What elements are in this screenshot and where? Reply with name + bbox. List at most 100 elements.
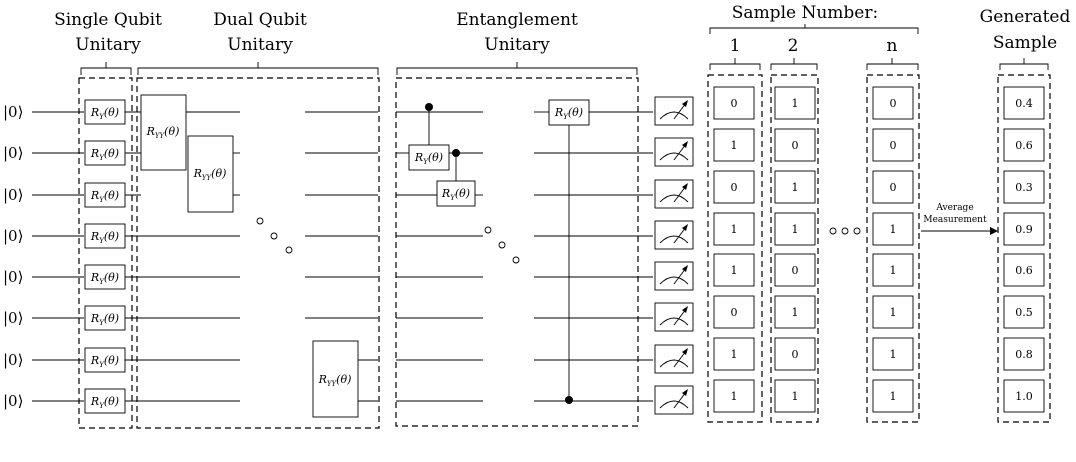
- ellipsis-dot: [841, 227, 849, 235]
- generated-cell: [1003, 170, 1045, 204]
- ket-zero-label: |0⟩: [3, 351, 23, 369]
- sample-col-n-value: 1: [890, 223, 897, 236]
- meter-needle-head: [682, 183, 688, 190]
- sample-col-1-cell: [713, 337, 755, 371]
- svg-text:RY(θ): RY(θ): [554, 106, 583, 121]
- ellipsis-dot: [285, 246, 293, 254]
- ellipsis-dot: [256, 217, 264, 225]
- sample-col-1-value: 1: [731, 139, 738, 152]
- meter-arc: [659, 235, 689, 244]
- sample-col-n-cell: [872, 337, 914, 371]
- measurement-label: Measurement: [923, 215, 987, 225]
- sample-col-1-cell: [713, 86, 755, 120]
- meter-needle: [673, 102, 687, 120]
- svg-text:RYY(θ): RYY(θ): [318, 373, 352, 388]
- meter-needle: [673, 308, 687, 326]
- sample-col-n-value: 1: [890, 306, 897, 319]
- sample-col-1-cell: [713, 170, 755, 204]
- sample-col-n-value: 0: [890, 97, 897, 110]
- meter-needle-head: [682, 141, 688, 148]
- generated-value: 1.0: [1015, 390, 1033, 403]
- single-qubit-group: [78, 77, 133, 429]
- svg-text:RYY(θ): RYY(θ): [146, 125, 180, 140]
- single-qubit-header-line2: Unitary: [75, 35, 141, 55]
- coln-brace: [866, 58, 919, 70]
- meter-needle: [673, 226, 687, 244]
- generated-cell: [1003, 295, 1045, 329]
- ry-gate: [84, 99, 126, 125]
- ket-zero-label: |0⟩: [3, 392, 23, 410]
- sample-col-n-cell: [872, 86, 914, 120]
- meter-arc: [659, 111, 689, 120]
- generated-value: 0.3: [1015, 181, 1033, 194]
- ry-gate-label: RY(θ): [90, 230, 119, 245]
- ry-gate-label: RY(θ): [90, 147, 119, 162]
- dual-gate-1: RYY(θ): [140, 94, 187, 171]
- entanglement-header-line1: Entanglement: [456, 10, 578, 30]
- ket-zero-label: |0⟩: [3, 144, 23, 162]
- ent-gate-3: RY(θ): [548, 99, 590, 126]
- sample-col-n-cell: [872, 212, 914, 246]
- ket-zero-label: |0⟩: [3, 103, 23, 121]
- ry-gate-label: RY(θ): [90, 395, 119, 410]
- ellipsis-dot: [270, 232, 278, 240]
- control-dot: [565, 396, 573, 404]
- sample-col-1-value: 1: [731, 223, 738, 236]
- generated-header-line1: Generated: [980, 7, 1071, 27]
- entanglement-header-line2: Unitary: [484, 35, 550, 55]
- ry-gate: [84, 182, 126, 208]
- ket-zero-label: |0⟩: [3, 186, 23, 204]
- ellipsis-dot: [829, 227, 837, 235]
- generated-value: 0.6: [1015, 139, 1033, 152]
- sample-col-2-cell: [774, 170, 816, 204]
- dual-brace: [137, 62, 379, 75]
- sample-col-n-value: 0: [890, 181, 897, 194]
- generated-brace: [999, 58, 1049, 70]
- sample-col-n-value: 0: [890, 139, 897, 152]
- sample-col-n-value: 1: [890, 348, 897, 361]
- generated-value: 0.5: [1015, 306, 1033, 319]
- ellipsis-dot: [484, 226, 492, 234]
- sample-col-n-group: [866, 74, 920, 423]
- dual-qubit-header-line1: Dual Qubit: [213, 10, 307, 30]
- meter-needle: [673, 350, 687, 368]
- control-dot: [452, 149, 460, 157]
- single-brace: [80, 62, 132, 75]
- average-label: Average: [935, 203, 973, 213]
- col1-brace: [709, 58, 761, 70]
- sample-col-2-value: 0: [792, 348, 799, 361]
- sample-number-header: Sample Number:: [732, 3, 878, 23]
- sample-col-2-cell: [774, 128, 816, 162]
- sample-col-n-cell: [872, 379, 914, 413]
- meter-needle-head: [682, 265, 688, 272]
- generated-cell: [1003, 337, 1045, 371]
- ry-gate: [84, 388, 126, 414]
- entangle-brace: [396, 62, 638, 75]
- ry-gate-label: RY(θ): [90, 189, 119, 204]
- sample-col-1-value: 1: [731, 390, 738, 403]
- sample-col-2-value: 0: [792, 139, 799, 152]
- svg-text:RY(θ): RY(θ): [441, 187, 470, 202]
- single-qubit-header-line1: Single Qubit: [54, 10, 162, 30]
- dual-qubit-header-line2: Unitary: [227, 35, 293, 55]
- sample-col-2-value: 1: [792, 390, 799, 403]
- sample-col-label-1: 1: [730, 36, 741, 56]
- sample-col-1-value: 0: [731, 181, 738, 194]
- sample-col-2-value: 1: [792, 97, 799, 110]
- sample-col-n-cell: [872, 170, 914, 204]
- ent-gate-1: RY(θ): [408, 144, 450, 171]
- generated-cell: [1003, 86, 1045, 120]
- ellipsis-dot: [853, 227, 861, 235]
- circuit-elements: |0⟩ RY(θ) |0⟩ RY(θ) |0⟩ RY(θ) |0⟩ RY(θ) |0⟩ RY(θ)…: [3, 86, 1045, 415]
- sample-col-n-value: 1: [890, 390, 897, 403]
- generated-value: 0.6: [1015, 264, 1033, 277]
- ry-gate: [84, 347, 126, 373]
- sample-col-1-value: 1: [731, 348, 738, 361]
- sample-col-2-cell: [774, 337, 816, 371]
- generated-cell: [1003, 212, 1045, 246]
- dual-gate-2: RYY(θ): [187, 135, 234, 213]
- sample-col-2-cell: [774, 86, 816, 120]
- sample-col-2-value: 1: [792, 306, 799, 319]
- sample-col-2-cell: [774, 379, 816, 413]
